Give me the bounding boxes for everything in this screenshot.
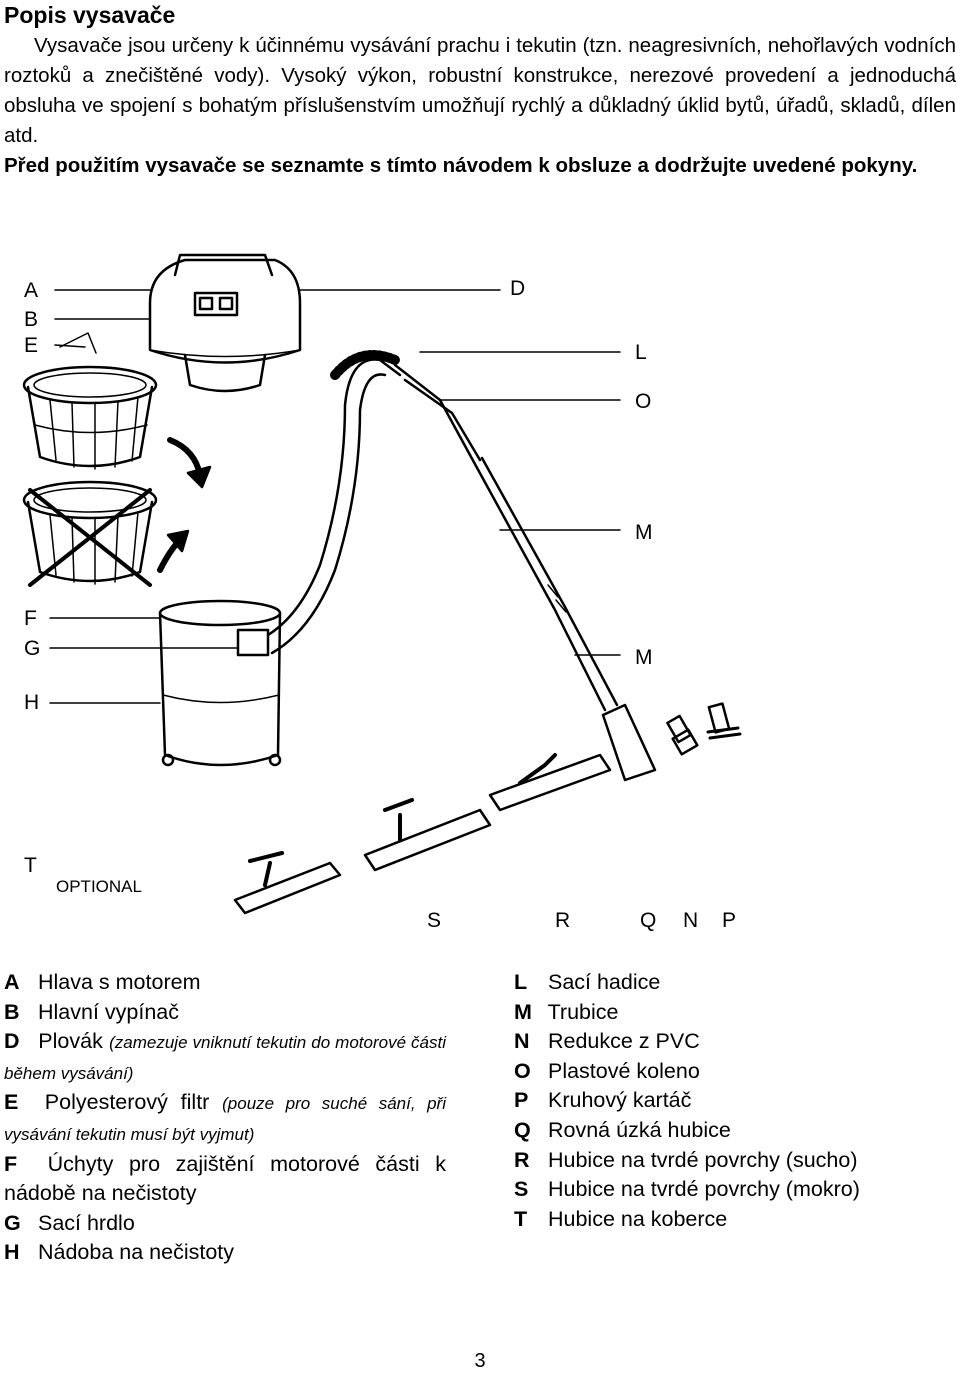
legend-item: R Hubice na tvrdé povrchy (sucho) — [514, 1147, 858, 1172]
nozzle-s — [363, 798, 492, 872]
floor-nozzle-top — [601, 703, 657, 782]
label-n: N — [683, 909, 698, 932]
round-brush — [706, 702, 742, 740]
label-b: B — [24, 308, 38, 331]
legend-item: Q Rovná úzká hubice — [514, 1117, 731, 1142]
label-m2: M — [635, 646, 653, 669]
page-title: Popis vysavače — [4, 2, 176, 28]
vacuum-cleaner-diagram: A B E D L O M M F G H T OPTIONAL S R Q N… — [22, 253, 742, 932]
intro-paragraph-1: Vysavače jsou určeny k účinnému vysávání… — [4, 34, 956, 147]
legend-item: A Hlava s motorem — [4, 970, 201, 994]
legend-item: D Plovák (zamezuje vniknutí tekutin do m… — [4, 1029, 447, 1083]
legend-item: F Úchyty pro zajištění motorové části k … — [4, 1151, 446, 1206]
label-t: T — [24, 854, 37, 877]
suction-tubes — [393, 363, 619, 712]
legend-left: A Hlava s motorem B Hlavní vypínač D Plo… — [4, 968, 446, 1268]
dirt-container — [158, 358, 402, 767]
legend-item: S Hubice na tvrdé povrchy (mokro) — [514, 1177, 860, 1202]
legend-item: L Sací hadice — [514, 970, 661, 994]
legend-right: L Sací hadice M Trubice N Redukce z PVC … — [514, 968, 934, 1234]
page-number: 3 — [474, 1350, 486, 1372]
legend-item: H Nádoba na nečistoty — [4, 1240, 235, 1265]
label-f: F — [24, 607, 37, 630]
label-r: R — [555, 909, 570, 932]
legend-item: N Redukce z PVC — [514, 1029, 700, 1054]
label-g: G — [24, 637, 40, 660]
nozzle-t — [233, 851, 342, 915]
legend-item: O Plastové koleno — [514, 1058, 700, 1083]
label-o: O — [635, 390, 651, 413]
legend-item: B Hlavní vypínač — [4, 999, 179, 1024]
label-optional: OPTIONAL — [56, 877, 142, 896]
label-a: A — [24, 279, 38, 302]
suction-hose — [330, 350, 400, 380]
legend-item: P Kruhový kartáč — [514, 1088, 692, 1113]
intro-text: Vysavače jsou určeny k účinnému vysávání… — [4, 31, 956, 181]
label-q: Q — [640, 909, 656, 932]
nozzle-r — [488, 753, 612, 812]
filter-basket — [22, 332, 158, 470]
legend-item: E Polyesterový filtr (pouze pro suché sá… — [4, 1090, 446, 1144]
label-h: H — [24, 691, 39, 714]
label-e: E — [24, 334, 38, 357]
crossed-filter — [22, 480, 158, 587]
label-d: D — [510, 277, 525, 300]
pvc-reduction — [666, 714, 699, 756]
legend-item: T Hubice na koberce — [514, 1206, 728, 1231]
intro-paragraph-2: Před použitím vysavače se seznamte s tím… — [4, 154, 918, 177]
label-s: S — [427, 909, 441, 932]
label-m1: M — [635, 521, 653, 544]
label-l: L — [635, 341, 647, 364]
motor-head — [148, 253, 302, 393]
legend-item: G Sací hrdlo — [4, 1210, 135, 1235]
legend-item: M Trubice — [514, 999, 619, 1024]
label-p: P — [722, 909, 736, 932]
